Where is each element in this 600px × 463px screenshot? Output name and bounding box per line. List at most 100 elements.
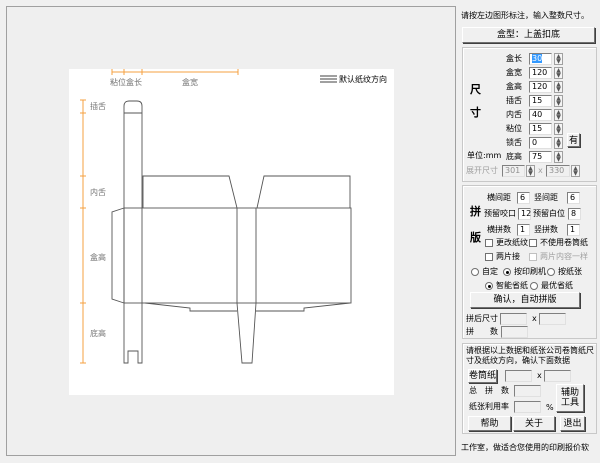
radio-best-label: 最优省纸	[541, 281, 573, 290]
size-label: 锁舌	[506, 138, 522, 147]
size-field[interactable]: 15	[529, 95, 552, 107]
roll-x: x	[537, 371, 542, 380]
usage-field	[514, 401, 541, 413]
unfold-height-spinner: ▲▼	[571, 165, 580, 177]
size-field[interactable]: 75	[529, 151, 552, 163]
total-count-label: 总 拼 数	[469, 386, 509, 395]
size-value: 15	[532, 96, 543, 105]
die-line-canvas	[69, 69, 394, 395]
unfold-x: x	[538, 166, 543, 175]
no-roll-checkbox[interactable]	[529, 239, 537, 247]
result-count-field	[501, 326, 528, 338]
h-count-label: 横拼数	[487, 225, 511, 234]
size-field[interactable]: 0	[529, 137, 552, 149]
bottom-flap-left	[144, 302, 237, 312]
total-count-field	[514, 385, 541, 397]
size-field[interactable]: 120	[529, 81, 552, 93]
dim-label-length: 盒长	[126, 78, 142, 87]
two-piece-checkbox[interactable]	[485, 253, 493, 261]
unit-label: 单位:mm	[467, 151, 502, 160]
v-gap-field[interactable]: 6	[567, 192, 580, 204]
auto-layout-button[interactable]: 确认，自动拼版	[470, 292, 580, 308]
lock-toggle-button[interactable]: 有	[567, 133, 580, 147]
v-count-field[interactable]: 1	[567, 224, 580, 236]
size-spinner[interactable]: ▲▼	[554, 151, 563, 163]
result-size-label: 拼后尺寸	[466, 314, 498, 323]
radio-smart[interactable]	[485, 282, 493, 290]
inner-flap-right	[256, 175, 351, 209]
radio-paper-label: 按纸张	[558, 267, 582, 276]
instruction-text: 请按左边图形标注，输入整数尺寸。	[461, 11, 589, 20]
exit-button[interactable]: 退出	[560, 416, 585, 431]
result-count-label: 拼 数	[466, 327, 498, 336]
unfold-size-label: 展开尺寸	[466, 166, 498, 175]
radio-best[interactable]	[530, 282, 538, 290]
bite-field[interactable]: 12	[518, 208, 531, 220]
size-field[interactable]: 30	[529, 53, 552, 65]
dim-label-tuck: 插舌	[90, 102, 106, 111]
roll-note: 请根据以上数据和纸张公司卷筒纸尺寸及纸纹方向，确认下面数据	[466, 346, 594, 365]
bite-label: 预留咬口	[484, 209, 516, 218]
size-spinner[interactable]: ▲▼	[554, 67, 563, 79]
result-width-field	[500, 313, 527, 325]
grain-legend-label: 默认纸纹方向	[339, 75, 387, 84]
size-spinner[interactable]: ▲▼	[554, 53, 563, 65]
layout-group	[462, 185, 597, 339]
dim-label-glue: 粘位	[110, 78, 126, 87]
body-panels	[123, 207, 352, 304]
margin-field[interactable]: 8	[568, 208, 581, 220]
size-spinner[interactable]: ▲▼	[554, 123, 563, 135]
size-label: 粘位	[506, 124, 522, 133]
size-spinner[interactable]: ▲▼	[554, 81, 563, 93]
dim-label-width: 盒宽	[182, 78, 198, 87]
size-spinner[interactable]: ▲▼	[554, 95, 563, 107]
usage-percent: %	[546, 403, 554, 412]
help-button[interactable]: 帮助	[468, 416, 511, 431]
tool-button[interactable]: 辅助工具	[556, 384, 584, 412]
radio-custom-label: 自定	[482, 267, 498, 276]
size-value: 75	[532, 152, 543, 161]
tool-button-label: 辅助工具	[560, 388, 579, 408]
usage-label: 纸张利用率	[469, 402, 509, 411]
change-grain-checkbox[interactable]	[485, 239, 493, 247]
size-value: 120	[532, 68, 548, 77]
grain-direction-icon	[320, 75, 337, 83]
dim-label-bottom: 底高	[90, 329, 106, 338]
size-title-1: 尺	[470, 83, 481, 96]
h-gap-label: 横间距	[487, 193, 511, 202]
box-type-button[interactable]: 盒型：上盖扣底	[462, 27, 595, 43]
glue-tab	[123, 100, 143, 364]
size-label: 盒长	[506, 54, 522, 63]
size-label: 盒高	[506, 82, 522, 91]
v-count-label: 竖拼数	[534, 225, 558, 234]
roll-height-field	[544, 370, 571, 382]
size-label: 底高	[506, 152, 522, 161]
size-field[interactable]: 120	[529, 67, 552, 79]
change-grain-label: 更改纸纹	[496, 238, 528, 247]
size-value: 120	[532, 82, 548, 91]
radio-custom[interactable]	[471, 268, 479, 276]
h-count-field[interactable]: 1	[517, 224, 530, 236]
bottom-flap-right	[256, 302, 351, 312]
dim-label-height: 盒高	[90, 253, 106, 262]
size-field[interactable]: 15	[529, 123, 552, 135]
about-button[interactable]: 关于	[513, 416, 555, 431]
dimension-lines	[80, 69, 239, 364]
inner-flap-left	[142, 175, 238, 209]
size-spinner[interactable]: ▲▼	[554, 109, 563, 121]
h-gap-field[interactable]: 6	[517, 192, 530, 204]
radio-smart-label: 智能省纸	[496, 281, 528, 290]
radio-press-label: 按印刷机	[514, 267, 546, 276]
same-content-label: 两片内容一样	[540, 252, 588, 261]
radio-paper[interactable]	[547, 268, 555, 276]
size-value: 40	[532, 110, 543, 119]
size-group	[462, 47, 597, 182]
size-label: 插舌	[506, 96, 522, 105]
side-flap	[111, 207, 125, 304]
size-spinner[interactable]: ▲▼	[554, 137, 563, 149]
radio-press[interactable]	[503, 268, 511, 276]
roll-group	[462, 343, 597, 434]
roll-paper-button[interactable]: 卷筒纸	[468, 369, 497, 383]
size-field[interactable]: 40	[529, 109, 552, 121]
